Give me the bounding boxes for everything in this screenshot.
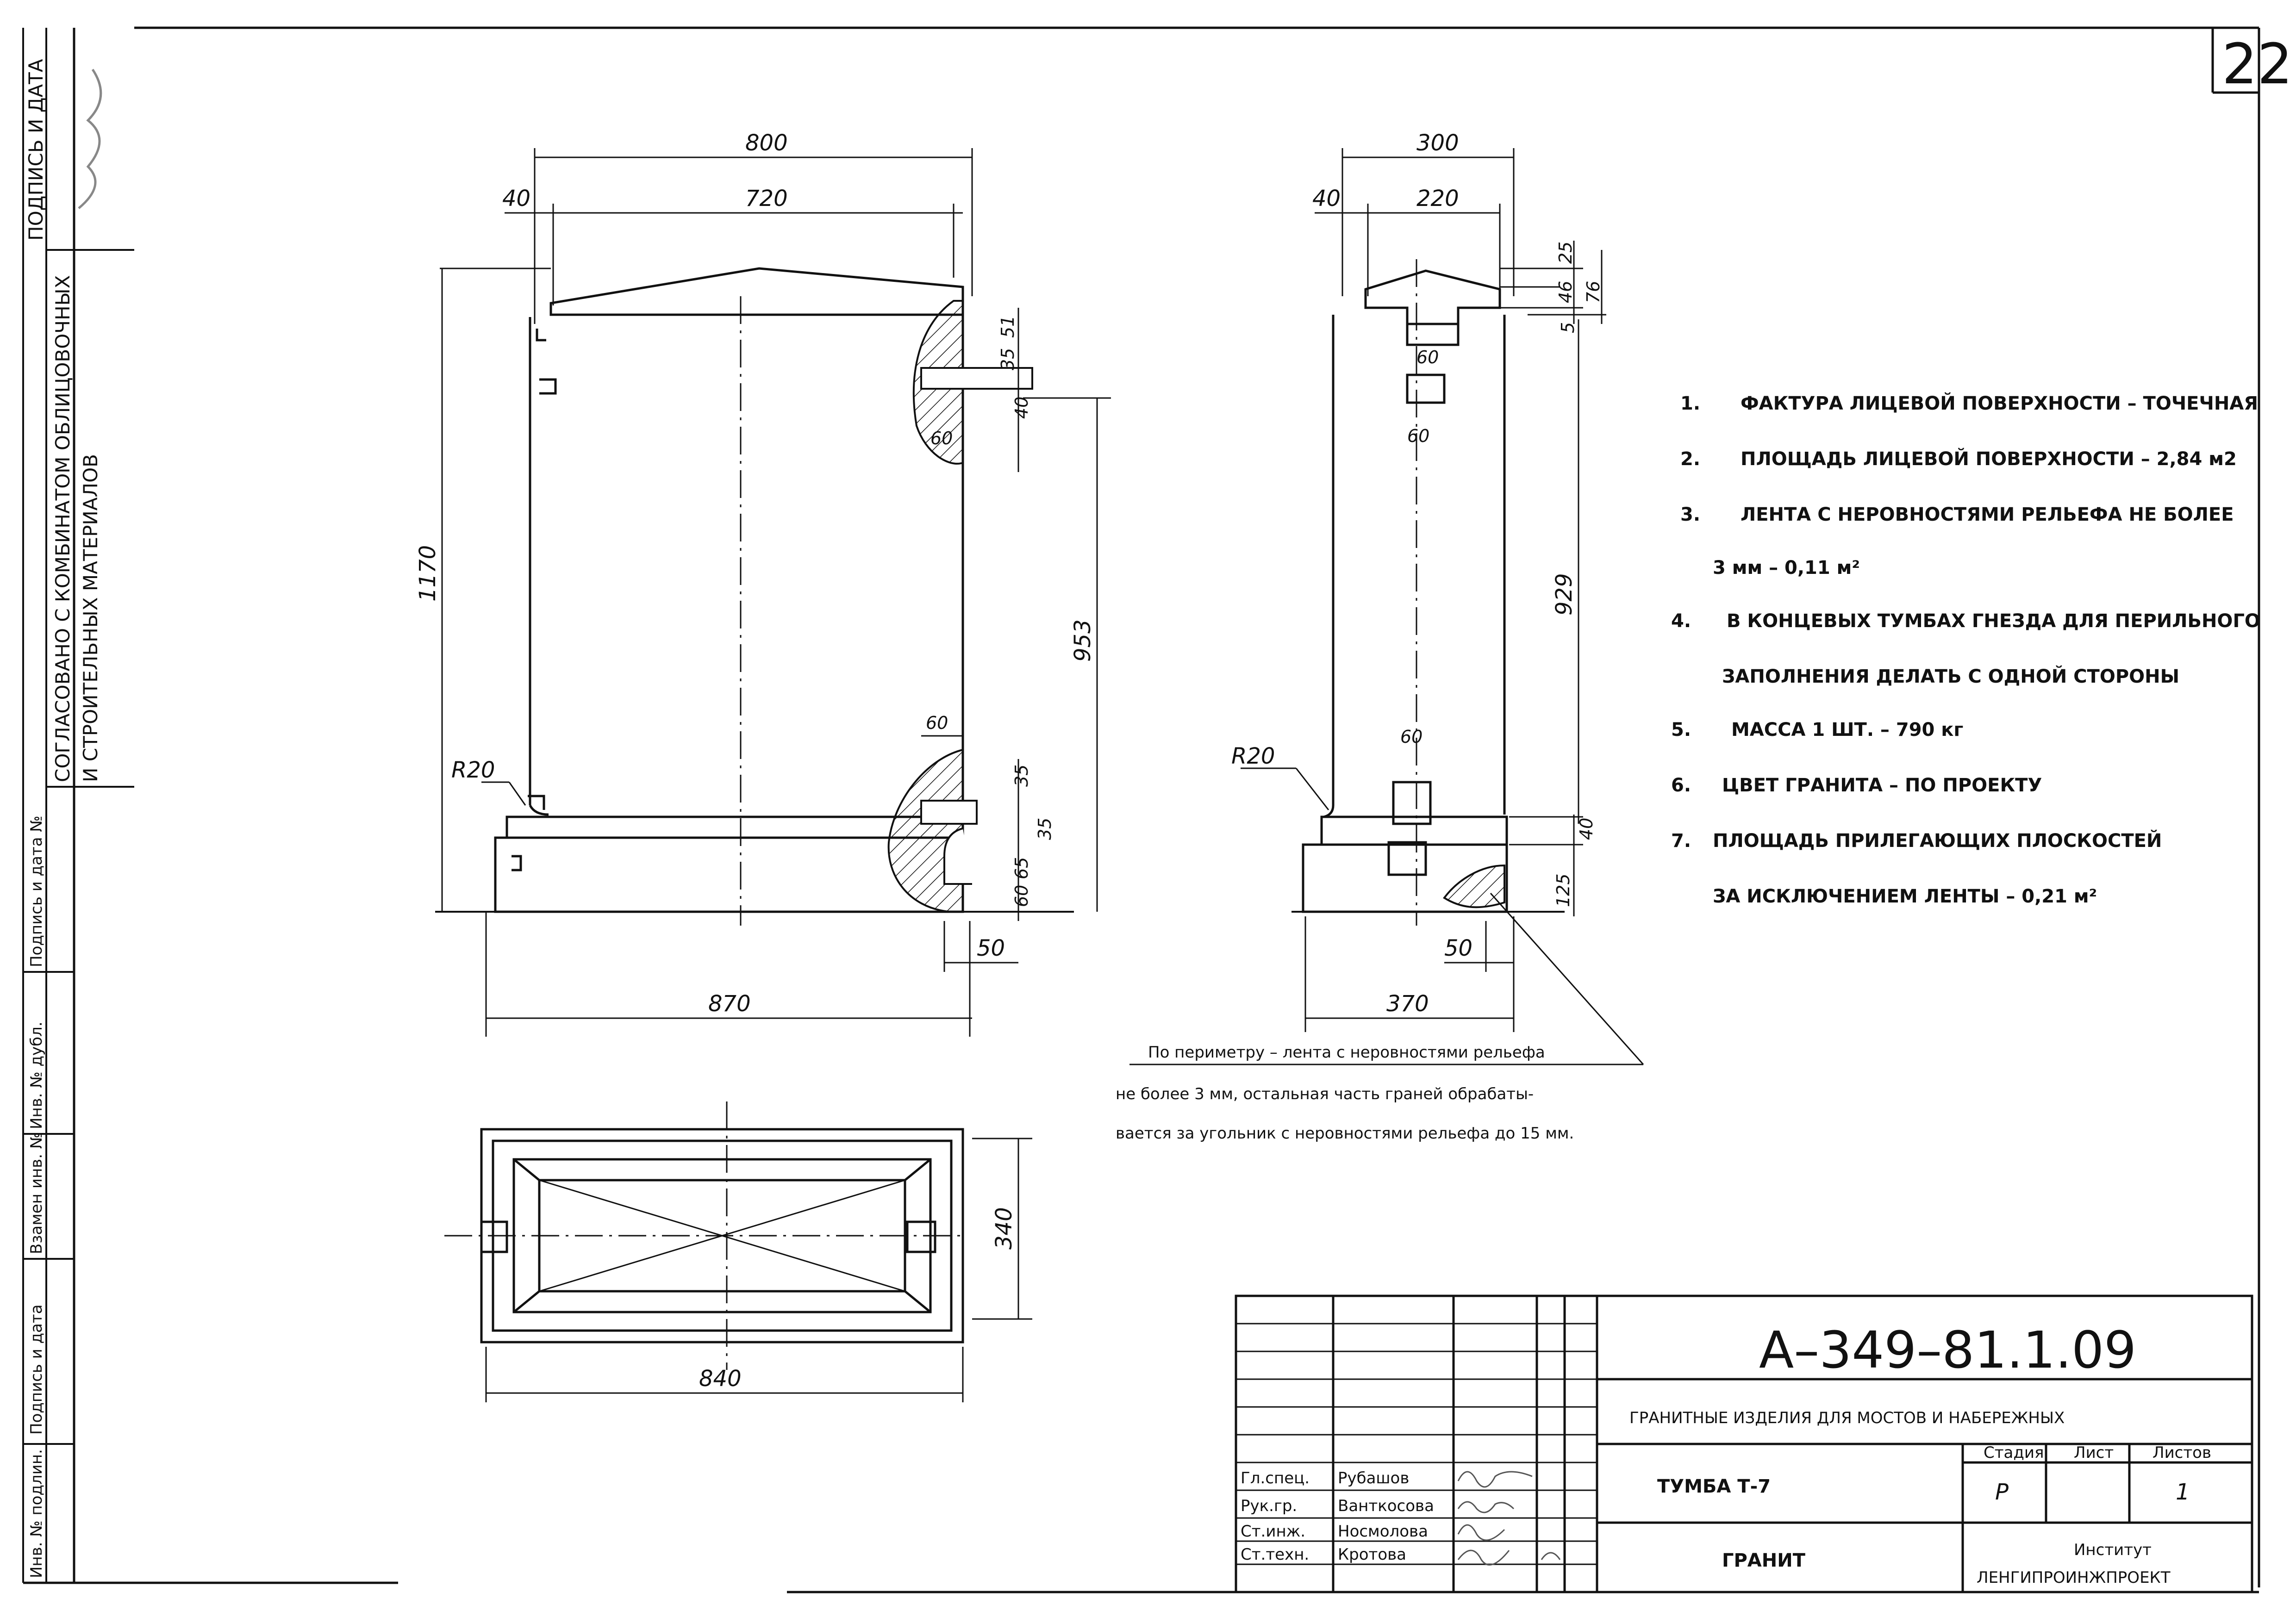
front-dim-inner-width: 720 [745,186,788,212]
stamp-agreed-line2: И СТРОИТЕЛЬНЫХ МАТЕРИАЛОВ [79,454,102,782]
staff-name-1: Рубашов [1338,1469,1409,1487]
front-small-dim-10: 50 [977,935,1005,961]
note-1-num: 1. [1680,393,1700,414]
stamp-cell-5: Инв. № подлин. [27,1449,46,1578]
perimeter-note-line-1: По периметру – лента с неровностями рель… [1148,1043,1545,1062]
note-7-cont: ЗА ИСКЛЮЧЕНИЕМ ЛЕНТЫ – 0,21 м² [1713,886,2097,907]
title-block [1235,1294,2253,1593]
stage-value: Р [1995,1479,2009,1505]
note-5-text: МАССА 1 ШТ. – 790 кг [1731,719,1963,740]
institute-line-1: Институт [2074,1541,2152,1559]
side-small-dim-5: 60 [1416,347,1439,367]
front-small-dim-9: 60 [1011,885,1032,907]
stamp-cell-1: Подпись и дата № [27,815,46,967]
staff-role-3: Ст.инж. [1241,1522,1305,1541]
side-small-dim-7: 60 [1400,727,1423,747]
staff-role-2: Рук.гр. [1241,1497,1297,1515]
front-small-dim-3: 40 [1011,397,1032,419]
side-dim-total-width: 300 [1416,130,1459,156]
plan-dim-depth: 340 [991,1207,1017,1250]
staff-role-1: Гл.спец. [1241,1469,1310,1487]
side-dim-plinth-h: 40 [1576,818,1597,840]
perimeter-note-line-3: вается за угольник с неровностями рельеф… [1116,1124,1574,1143]
front-socket-upper-slot [920,367,1033,390]
note-4-num: 4. [1671,610,1691,632]
item-name: ТУМБА Т-7 [1657,1476,1771,1497]
side-view [1292,259,1565,926]
sheets-value: 1 [2176,1479,2190,1505]
front-socket-lower-notch [943,828,972,885]
front-dimension-lines [440,148,1111,1037]
side-dim-base-width: 370 [1386,991,1429,1017]
note-2-num: 2. [1680,448,1700,470]
stamp-signature-scribble [78,68,102,209]
front-small-dim-6: 35 [1011,765,1032,787]
material: ГРАНИТ [1722,1550,1806,1571]
plan-view [444,1101,964,1370]
side-dimension-lines [1129,148,1644,1065]
side-dim-inner-width: 220 [1416,186,1459,212]
side-small-dim-6: 60 [1407,426,1429,446]
side-small-dim-3: 76 [1583,281,1603,303]
note-6-num: 6. [1671,775,1691,796]
side-dim-body-height: 929 [1551,573,1577,616]
note-4-cont: ЗАПОЛНЕНИЯ ДЕЛАТЬ С ОДНОЙ СТОРОНЫ [1722,665,2179,687]
note-3-text: ЛЕНТА С НЕРОВНОСТЯМИ РЕЛЬЕФА НЕ БОЛЕЕ [1741,504,2234,525]
side-dim-offset: 40 [1312,186,1341,212]
note-3-cont: 3 мм – 0,11 м² [1713,557,1860,579]
front-dim-offset: 40 [502,186,530,212]
note-5-num: 5. [1671,719,1691,740]
stamp-cell-4: Подпись и дата [27,1304,46,1435]
sheets-label: Листов [2152,1444,2211,1462]
front-small-dim-2: 35 [998,348,1018,370]
side-small-dim-1: 25 [1555,242,1576,264]
side-small-dim-4: 5 [1558,322,1578,333]
staff-role-4: Ст.техн. [1241,1545,1309,1564]
front-dim-total-width: 800 [745,130,788,156]
side-stamp [22,28,134,1583]
plan-dimension-lines [485,1138,1032,1402]
front-dim-radius: R20 [451,757,495,783]
side-dim-groove: 50 [1444,935,1472,961]
front-small-dim-7: 35 [1035,818,1055,840]
sheet-label: Лист [2074,1444,2114,1462]
front-dim-socket-depth: 953 [1070,619,1096,662]
front-socket-lower-section [887,748,964,913]
staff-name-4: Кротова [1338,1545,1406,1564]
note-7-num: 7. [1671,830,1691,852]
stamp-agreed-line1: СОГЛАСОВАНО С КОМБИНАТОМ ОБЛИЦОВОЧНЫХ [51,275,74,783]
note-3-num: 3. [1680,504,1700,525]
front-small-dim-4: 60 [930,428,953,448]
front-dim-height: 1170 [415,545,441,602]
note-2-text: ПЛОЩАДЬ ЛИЦЕВОЙ ПОВЕРХНОСТИ – 2,84 м2 [1741,448,2237,470]
page-number: 22 [2222,32,2293,97]
stamp-cell-2: Инв. № дубл. [27,1021,46,1129]
staff-name-2: Ванткосова [1338,1497,1434,1515]
general-notes: 1. ФАКТУРА ЛИЦЕВОЙ ПОВЕРХНОСТИ – ТОЧЕЧНА… [1671,392,2260,907]
front-small-dim-5: 60 [926,713,948,733]
note-7-text: ПЛОЩАДЬ ПРИЛЕГАЮЩИХ ПЛОСКОСТЕЙ [1713,829,2162,852]
series-title: ГРАНИТНЫЕ ИЗДЕЛИЯ ДЛЯ МОСТОВ И НАБЕРЕЖНЫ… [1629,1409,2065,1427]
institute-line-2: ЛЕНГИПРОИНЖПРОЕКТ [1977,1568,2171,1587]
stamp-cell-3: Взамен инв. № [27,1132,46,1254]
staff-name-3: Носмолова [1338,1522,1428,1541]
side-dim-radius: R20 [1231,743,1275,769]
stage-label: Стадия [1984,1444,2044,1462]
note-1-text: ФАКТУРА ЛИЦЕВОЙ ПОВЕРХНОСТИ – ТОЧЕЧНАЯ [1741,392,2258,414]
doc-code: А–349–81.1.09 [1759,1320,2136,1380]
front-small-dim-1: 51 [998,316,1018,338]
side-dim-base-h: 125 [1553,873,1573,907]
stamp-signature-date: ПОДПИСЬ И ДАТА [25,59,47,241]
front-small-dim-8: 65 [1011,857,1032,879]
plan-dim-width: 840 [699,1366,742,1392]
front-socket-lower-slot [920,800,978,825]
side-base-hatched-section [1443,864,1505,908]
front-dim-base-width: 870 [708,991,751,1017]
perimeter-note-line-2: не более 3 мм, остальная часть граней об… [1116,1085,1534,1103]
side-small-dim-2: 46 [1555,281,1576,303]
note-4-text: В КОНЦЕВЫХ ТУМБАХ ГНЕЗДА ДЛЯ ПЕРИЛЬНОГО [1727,610,2260,632]
note-6-text: ЦВЕТ ГРАНИТА – ПО ПРОЕКТУ [1722,775,2042,796]
staff-signatures [1457,1471,1561,1566]
